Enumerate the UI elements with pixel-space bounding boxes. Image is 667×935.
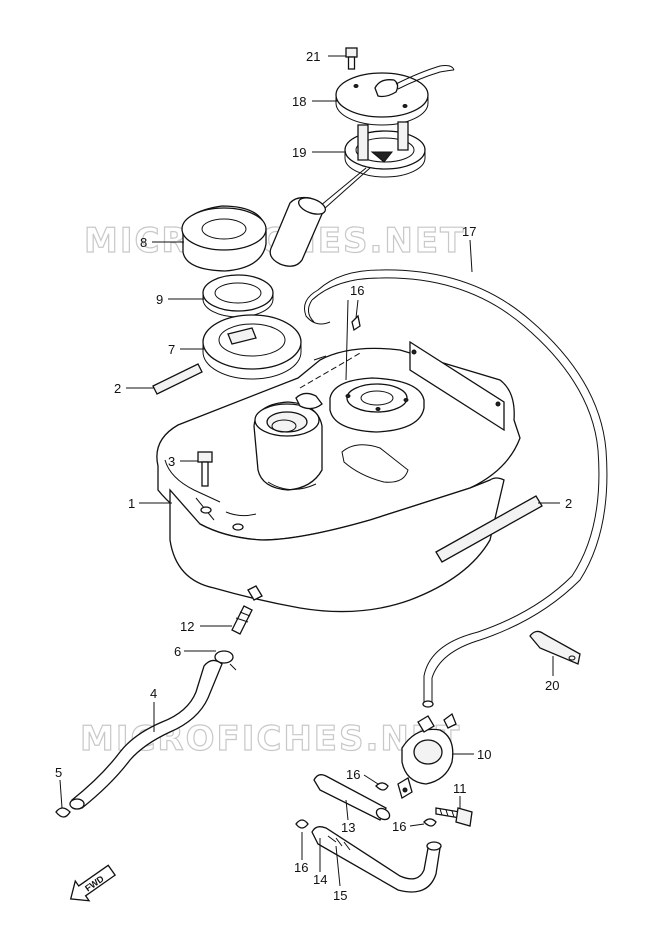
part-20-bracket	[529, 630, 581, 665]
part-14-15-drain-hose	[311, 826, 442, 893]
callout-3: 3	[168, 454, 175, 469]
part-2-strip-upper	[152, 363, 203, 395]
callout-18: 18	[292, 94, 306, 109]
callout-15: 15	[333, 888, 347, 903]
callout-4: 4	[150, 686, 157, 701]
part-19-float	[269, 196, 327, 267]
callout-labels: 21 18 19 8 9 7 2 16 17 3 1 2 12 6 20 4 1…	[55, 49, 572, 903]
callout-13: 13	[341, 820, 355, 835]
callout-16-left: 16	[294, 860, 308, 875]
callout-20: 20	[545, 678, 559, 693]
callout-5: 5	[55, 765, 62, 780]
part-16-clip-left	[295, 819, 309, 829]
part-18-gauge-cap	[335, 65, 455, 126]
part-10-fuel-cock	[397, 712, 457, 799]
callout-6: 6	[174, 644, 181, 659]
callout-16-right: 16	[392, 819, 406, 834]
callout-8: 8	[140, 235, 147, 250]
part-19-gauge-unit	[319, 121, 426, 210]
part-9-gasket	[202, 274, 274, 318]
part-11-screw	[435, 807, 473, 827]
leader-lines	[59, 55, 560, 887]
callout-11: 11	[453, 781, 467, 796]
callout-10: 10	[477, 747, 491, 762]
part-4-fuel-hose	[69, 659, 223, 810]
callout-16-mid: 16	[346, 767, 360, 782]
part-1-fuel-tank	[156, 340, 521, 613]
part-16-clip-mid	[375, 782, 389, 791]
part-21-bolt	[345, 47, 358, 70]
callout-9: 9	[156, 292, 163, 307]
part-7-filler-ring	[202, 314, 302, 380]
callout-7: 7	[168, 342, 175, 357]
part-17-breather-hose	[304, 269, 608, 708]
callout-2-lower: 2	[565, 496, 572, 511]
callout-12: 12	[180, 619, 194, 634]
part-2-strip-lower	[435, 495, 543, 563]
fwd-arrow: FWD	[69, 864, 117, 902]
callout-21: 21	[306, 49, 320, 64]
part-5-clip	[55, 807, 71, 818]
part-12-fitting	[231, 605, 253, 635]
callout-16-upper: 16	[350, 283, 364, 298]
part-8-cap	[181, 205, 267, 272]
part-6-clamp	[214, 650, 237, 671]
callout-19: 19	[292, 145, 306, 160]
part-13-hose	[313, 774, 391, 821]
callout-1: 1	[128, 496, 135, 511]
part-16-clip-upper	[351, 314, 361, 332]
callout-2-upper: 2	[114, 381, 121, 396]
part-3-bolt	[197, 451, 213, 487]
part-16-clip-right	[423, 818, 437, 827]
callout-14: 14	[313, 872, 327, 887]
callout-17: 17	[462, 224, 476, 239]
